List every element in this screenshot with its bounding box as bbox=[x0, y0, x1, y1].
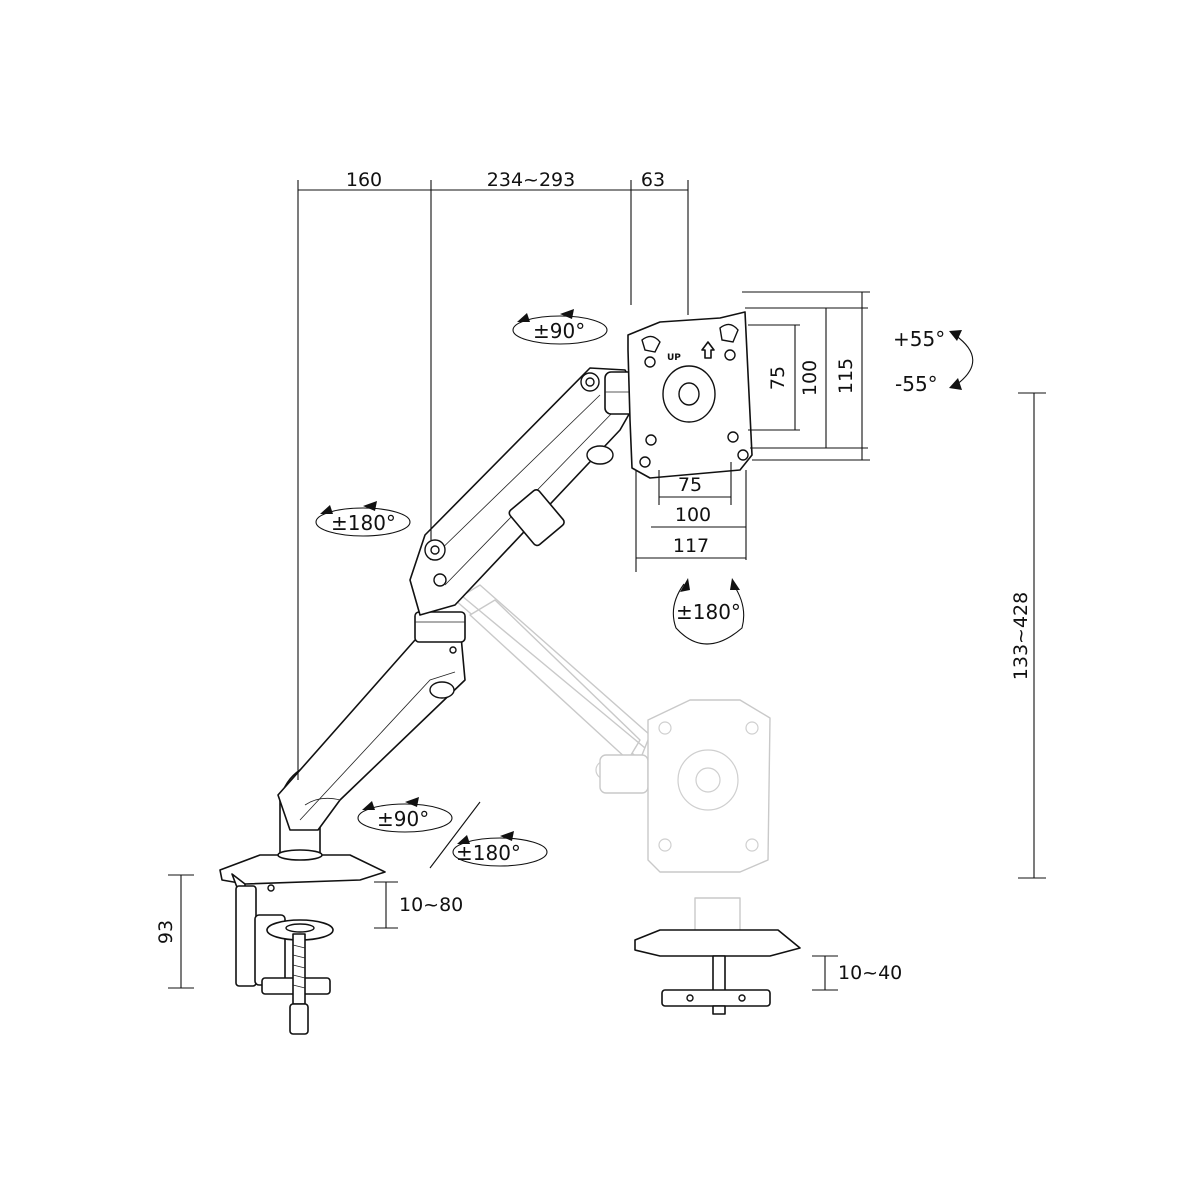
rotation-elbow-180: ±180° bbox=[315, 501, 411, 537]
vesa-vertical-dimensions: 75 100 115 bbox=[742, 291, 870, 461]
angle-tilt-up: +55° bbox=[893, 327, 945, 351]
horizontal-dimensions: 160 234~293 63 bbox=[297, 169, 689, 780]
clamp-dimensions: 93 10~80 10~40 bbox=[155, 874, 902, 991]
angle-lower-arm-rotation: ±90° bbox=[377, 807, 429, 831]
dim-vesa-width-100: 100 bbox=[675, 504, 711, 526]
dim-vesa-height-100: 100 bbox=[799, 360, 821, 396]
dim-clamp-desk-thickness: 10~80 bbox=[399, 894, 463, 916]
dim-vesa-height-115: 115 bbox=[835, 358, 857, 394]
vesa-plate: UP bbox=[627, 311, 753, 479]
dim-height-range: 133~428 bbox=[1010, 592, 1032, 680]
dim-reach-pole-to-elbow: 160 bbox=[346, 169, 382, 191]
desk-clamp bbox=[219, 854, 386, 1035]
vesa-up-label: UP bbox=[667, 353, 681, 363]
vesa-horizontal-dimensions: 75 100 117 bbox=[635, 462, 747, 572]
grommet-base bbox=[634, 897, 801, 1015]
rotation-base-180: ±180° bbox=[429, 801, 548, 869]
dim-vesa-height-75: 75 bbox=[767, 366, 789, 390]
dim-reach-upper-arm: 234~293 bbox=[487, 169, 575, 191]
tilt-indicator: +55° -55° bbox=[893, 327, 974, 396]
lowered-position-ghost bbox=[454, 584, 771, 873]
up-arrow-icon bbox=[701, 341, 715, 359]
angle-elbow-rotation: ±180° bbox=[331, 511, 396, 535]
angle-plate-rotation: ±180° bbox=[676, 600, 741, 624]
height-range-dimension: 133~428 bbox=[1010, 392, 1046, 879]
angle-base-rotation: ±180° bbox=[456, 841, 521, 865]
rotation-head-90: ±90° bbox=[512, 309, 608, 345]
rotation-lower-arm-90: ±90° bbox=[357, 797, 453, 833]
dim-grommet-desk-thickness: 10~40 bbox=[838, 962, 902, 984]
angle-head-rotation: ±90° bbox=[533, 319, 585, 343]
dim-vesa-width-117: 117 bbox=[673, 535, 709, 557]
dim-clamp-height: 93 bbox=[155, 920, 177, 944]
rotation-plate-180: ±180° bbox=[672, 578, 745, 645]
angle-tilt-down: -55° bbox=[895, 372, 938, 396]
dim-reach-head: 63 bbox=[641, 169, 665, 191]
monitor-arm bbox=[277, 367, 646, 861]
dim-vesa-width-75: 75 bbox=[678, 474, 702, 496]
